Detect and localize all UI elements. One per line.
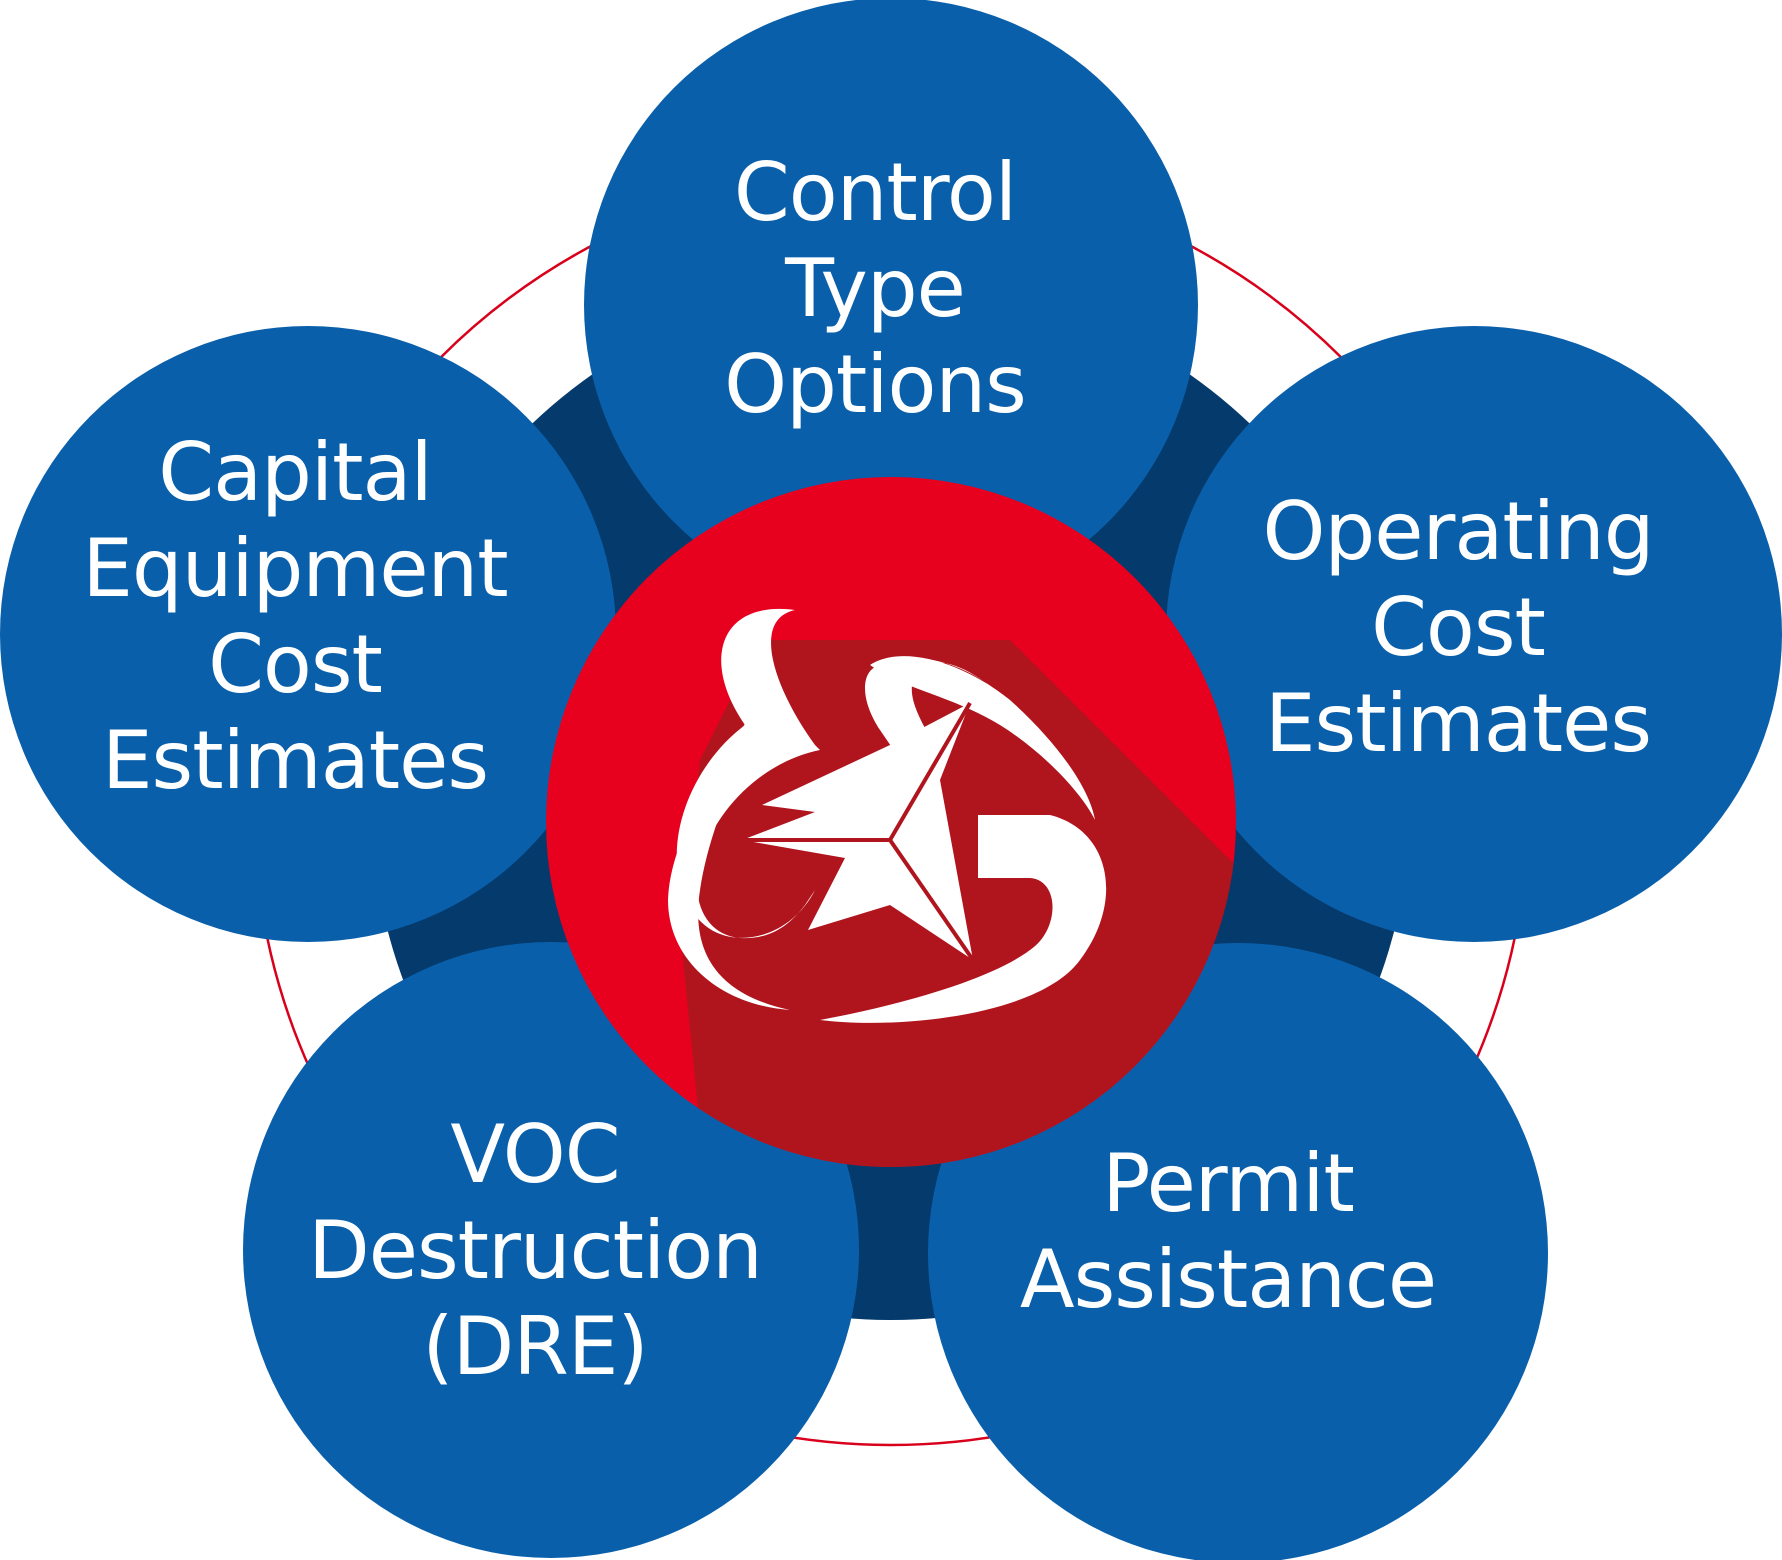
- node-label-line: Destruction: [308, 1204, 763, 1297]
- node-label-line: Capital: [158, 426, 433, 519]
- node-label-line: (DRE): [422, 1300, 648, 1393]
- logo-star-facets: [742, 701, 975, 962]
- node-label-capital-equipment-cost-estimates: Capital Equipment Cost Estimates: [65, 425, 525, 809]
- node-label-control-type-options: Control Type Options: [645, 145, 1105, 433]
- node-label-line: Type: [785, 242, 966, 335]
- node-circle-control-type-options: [584, 0, 1198, 612]
- center-logo-icon: [668, 608, 1107, 1023]
- node-label-permit-assistance: Permit Assistance: [998, 1136, 1458, 1328]
- node-circle-capital-equipment-cost-estimates: [0, 326, 616, 942]
- node-label-line: Estimates: [1264, 677, 1652, 770]
- node-label-line: Cost: [1371, 581, 1546, 674]
- node-label-line: Cost: [208, 618, 383, 711]
- node-circle-operating-cost-estimates: [1166, 326, 1782, 942]
- node-label-line: Equipment: [82, 522, 508, 615]
- node-label-line: Permit: [1102, 1137, 1355, 1230]
- node-label-line: Control: [733, 146, 1017, 239]
- node-label-line: Estimates: [101, 714, 489, 807]
- node-label-line: Options: [724, 338, 1027, 431]
- node-label-line: Operating: [1262, 485, 1655, 578]
- node-label-voc-destruction-dre: VOC Destruction (DRE): [305, 1107, 765, 1395]
- node-label-operating-cost-estimates: Operating Cost Estimates: [1228, 484, 1688, 772]
- node-label-line: VOC: [450, 1108, 620, 1201]
- node-label-line: Assistance: [1019, 1233, 1437, 1326]
